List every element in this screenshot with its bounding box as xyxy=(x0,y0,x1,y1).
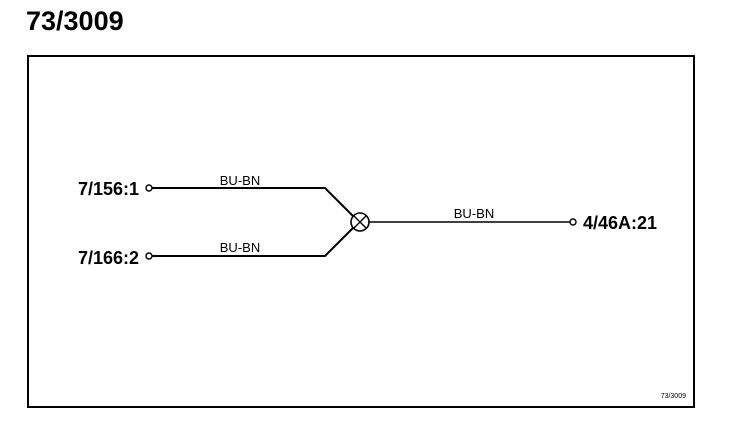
input-wire-1[interactable] xyxy=(145,184,354,217)
wire-color-label-input-1: BU-BN xyxy=(220,173,260,188)
terminal-input-1 xyxy=(145,184,153,192)
wire-path-input-2 xyxy=(152,227,354,257)
connector-label-output: 4/46A:21 xyxy=(583,213,657,233)
terminal-output xyxy=(569,218,577,226)
terminal-input-2 xyxy=(145,252,153,260)
splice-icon[interactable] xyxy=(350,212,370,232)
page-title: 73/3009 xyxy=(26,6,124,36)
wire-color-label-input-2: BU-BN xyxy=(220,240,260,255)
output-wire[interactable] xyxy=(369,218,577,226)
connector-label-input-1: 7/156:1 xyxy=(78,179,139,199)
wire-path-input-1 xyxy=(152,187,354,217)
input-wire-2[interactable] xyxy=(145,227,354,260)
wire-color-label-output: BU-BN xyxy=(454,206,494,221)
connector-label-input-2: 7/166:2 xyxy=(78,248,139,268)
diagram-reference-label: 73/3009 xyxy=(661,393,686,400)
